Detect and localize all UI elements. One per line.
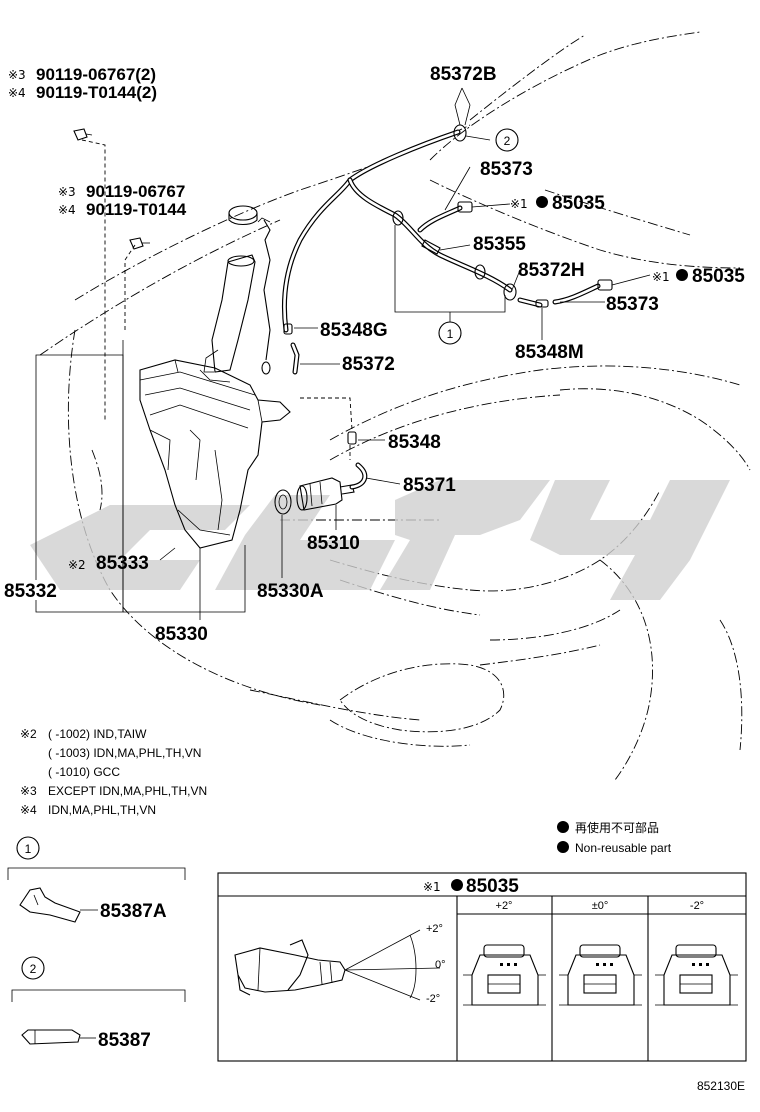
- bolt-mid-b-mark: ※4: [58, 203, 76, 217]
- part-85035-upper: 85035: [552, 193, 605, 214]
- part-85372: 85372: [342, 354, 395, 375]
- note-text: ( -1003) IDN,MA,PHL,TH,VN: [48, 746, 201, 760]
- callout-2-top: 2: [495, 128, 519, 152]
- legend-jp: 再使用不可部品: [575, 820, 659, 835]
- bolt-top-a-part: 90119-06767(2): [36, 65, 156, 84]
- part-85035-lower: 85035: [692, 266, 745, 287]
- col-minus2: -2°: [690, 900, 704, 912]
- callout-1-top: 1: [438, 321, 462, 345]
- table-title-mark: ※1: [423, 880, 441, 894]
- angle-zero: 0°: [435, 959, 446, 971]
- bolt-mid-a-mark: ※3: [58, 185, 76, 199]
- nozzle-front-minus2: [655, 944, 738, 1006]
- part-85348M: 85348M: [515, 342, 584, 363]
- non-reusable-dot: [676, 269, 688, 281]
- part-85348: 85348: [388, 432, 441, 453]
- angle-minus2: -2°: [426, 993, 440, 1005]
- part-85333: 85333: [96, 553, 149, 574]
- callout-number: 2: [30, 962, 37, 976]
- part-85330A: 85330A: [257, 581, 324, 602]
- angle-plus2: +2°: [426, 923, 443, 935]
- part-85035-upper-mark: ※1: [510, 197, 528, 211]
- table-title-part: 85035: [466, 876, 519, 897]
- bolt-top-b-part: 90119-T0144(2): [36, 83, 157, 102]
- clip-icon: [21, 1029, 81, 1045]
- figure-id: 852130E: [697, 1079, 745, 1093]
- note-mark: ※4: [20, 803, 37, 817]
- part-85372H: 85372H: [518, 260, 585, 281]
- part-85387: 85387: [98, 1030, 151, 1051]
- footnotes: ※2 ( -1002) IND,TAIW ( -1003) IDN,MA,PHL…: [20, 727, 207, 817]
- part-85333-mark: ※2: [68, 558, 86, 572]
- note-text: ( -1002) IND,TAIW: [48, 727, 147, 741]
- bolt-leader-b: [124, 244, 136, 330]
- bolt-leader-a: [81, 139, 106, 420]
- part-85035-lower-mark: ※1: [652, 270, 670, 284]
- non-reusable-dot: [451, 879, 463, 891]
- col-zero: ±0°: [592, 900, 609, 912]
- part-85348G: 85348G: [320, 320, 388, 341]
- col-plus2: +2°: [496, 900, 513, 912]
- hose-connectors: [283, 124, 613, 445]
- note-text: ( -1010) GCC: [48, 765, 120, 779]
- bolt-mid-a-part: 90119-06767: [86, 182, 185, 201]
- clip-icon: [19, 887, 81, 923]
- part-85372B: 85372B: [430, 64, 497, 85]
- nozzle-adjust-table: ※1 85035 +2° ±0° -2° +2° 0° -2°: [217, 872, 747, 1062]
- hoses: [281, 129, 601, 490]
- part-85310: 85310: [307, 533, 360, 554]
- non-reusable-dot: [536, 196, 548, 208]
- bolt-top-b-mark: ※4: [8, 86, 26, 100]
- part-85332: 85332: [4, 581, 57, 602]
- bolt-icon: [73, 128, 150, 250]
- part-85373-upper: 85373: [480, 159, 533, 180]
- note-mark: ※3: [20, 784, 37, 798]
- washer-reservoir: [139, 205, 291, 549]
- bolt-mid-b-part: 90119-T0144: [86, 200, 187, 219]
- callout-number: 1: [447, 327, 454, 341]
- callout-number: 1: [25, 842, 32, 856]
- part-85371: 85371: [403, 475, 456, 496]
- nozzle-side-view: [234, 929, 441, 1001]
- bolt-top-a-mark: ※3: [8, 68, 26, 82]
- legend-en: Non-reusable part: [575, 841, 672, 855]
- part-85373-lower: 85373: [606, 294, 659, 315]
- callout-number: 2: [504, 134, 511, 148]
- part-85330: 85330: [155, 624, 208, 645]
- non-reusable-dot: [557, 821, 569, 833]
- part-85355: 85355: [473, 234, 526, 255]
- leader-lines: [35, 87, 651, 620]
- nozzle-front-zero: [559, 944, 642, 1006]
- note-mark: ※2: [20, 727, 37, 741]
- detail-1: 1 85387A: [7, 836, 186, 923]
- non-reusable-dot: [557, 841, 569, 853]
- nozzle-front-plus2: [463, 944, 546, 1006]
- detail-2: 2 85387: [11, 956, 186, 1051]
- watermark: [30, 480, 730, 600]
- note-text: EXCEPT IDN,MA,PHL,TH,VN: [48, 784, 207, 798]
- body-phantom-lines: [39, 31, 751, 781]
- note-text: IDN,MA,PHL,TH,VN: [48, 803, 156, 817]
- legend: 再使用不可部品 Non-reusable part: [557, 820, 672, 855]
- part-85387A: 85387A: [100, 901, 167, 922]
